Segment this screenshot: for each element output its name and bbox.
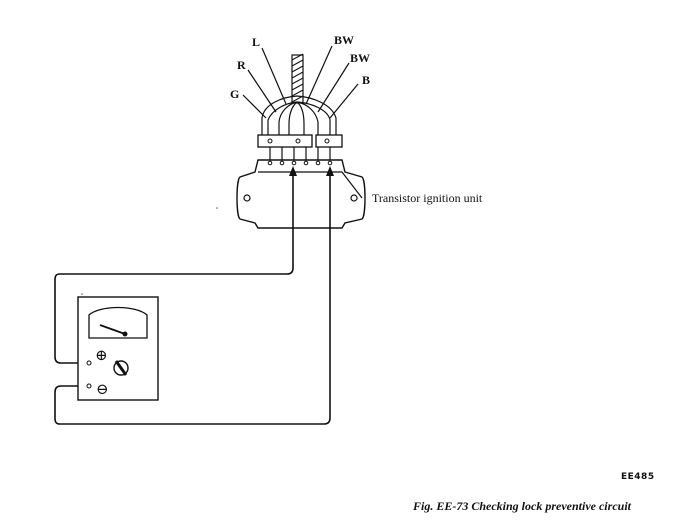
minus-terminal-symbol: ⊖: [96, 382, 109, 398]
wire-label-g: G: [230, 87, 239, 101]
gauge-needle: [99, 324, 126, 335]
unit-label: Transistor ignition unit: [372, 191, 483, 205]
figure-caption: Fig. EE-73 Checking lock preventive circ…: [412, 499, 632, 513]
wire-label-l: L: [252, 35, 260, 49]
wire-label-r: R: [237, 58, 246, 72]
plus-terminal-symbol: ⊕: [95, 348, 108, 364]
figure-code: EE485: [621, 472, 655, 482]
transistor-ignition-unit: [236, 159, 366, 229]
label-leaders: [242, 45, 359, 119]
connector-blocks: [257, 134, 343, 160]
tester-meter: [77, 296, 159, 401]
probe-wires: [54, 166, 334, 425]
probe-arrow-positive: [289, 166, 297, 176]
wire-label-bw-2: BW: [350, 51, 370, 65]
wire-label-bw-1: BW: [334, 33, 354, 47]
wire-label-b: B: [362, 73, 370, 87]
probe-arrow-negative: [326, 166, 334, 176]
cable-bundle: [291, 53, 304, 104]
